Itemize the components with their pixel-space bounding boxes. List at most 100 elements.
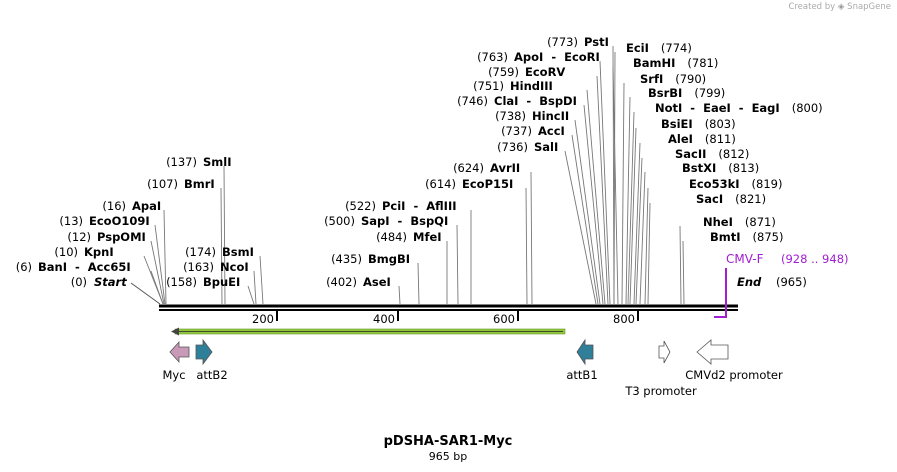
site-leader-line (223, 165, 226, 305)
site-name: ApoI - EcoRI (514, 50, 600, 64)
site-acci: (737)AccI (501, 124, 599, 305)
site-leader-line (163, 209, 167, 305)
site-position: (773) (547, 35, 578, 49)
site-position: (781) (687, 56, 718, 70)
site-ecop15i: (614) EcoP15I (425, 177, 528, 305)
site-leader-line (150, 240, 165, 305)
site-position: (522) (345, 199, 376, 213)
site-name: AccI (538, 124, 565, 138)
site-name: BmgBI (368, 252, 410, 266)
site-name: BsmI (222, 245, 254, 259)
site-eco53ki: Eco53kI (819) (644, 177, 783, 305)
site-pspomi: (12)PspOMI (67, 230, 165, 305)
site-name: BsiEI (661, 117, 693, 131)
site-hincii: (738)HincII (495, 109, 601, 305)
site-leader-line (571, 134, 599, 305)
site-leader-line (564, 150, 597, 305)
site-position: (811) (705, 132, 736, 146)
site-hindiii: (751)HindIII (473, 79, 606, 305)
site-position: (751) (473, 79, 504, 93)
site-bmri: (107) BmrI (147, 177, 223, 305)
attb2-arrow-icon (195, 338, 213, 366)
tick-label-400: 400 (373, 312, 395, 326)
site-smli: (137)SmlI (166, 155, 232, 305)
site-name: PciI - AflIII (382, 199, 457, 213)
site-bstxi: BstXI(813) (639, 161, 759, 305)
site-bani-acc65i: (6)BanI - Acc65I (16, 260, 164, 305)
site-position: (736) (497, 140, 528, 154)
site-leader-line (625, 96, 631, 305)
site-srfi: SrfI(790) (621, 72, 706, 305)
brand-name: SnapGene (847, 2, 891, 12)
site-alei: AleI(811) (633, 132, 736, 305)
primer-cmv-f: CMV-F (928 .. 948) (714, 252, 849, 318)
site-position: (614) (425, 177, 456, 191)
site-bmgbi: (435)BmgBI (331, 252, 420, 305)
site-sapi-bspqi: (500)SapI - BspQI (324, 214, 459, 305)
end-label: End (965) (737, 275, 807, 289)
attb1-arrow-icon (576, 338, 594, 366)
site-name: EciI (626, 41, 649, 55)
site-leader-line (613, 51, 616, 305)
site-position: (763) (477, 50, 508, 64)
site-name: SacII (675, 147, 706, 161)
site-name: HincII (532, 109, 569, 123)
site-leader-line (633, 142, 641, 305)
created-by-text: Created by (788, 2, 836, 12)
dna-backbone (159, 304, 738, 311)
cmvd2-promoter-arrow-icon (696, 339, 729, 365)
site-name: EcoP15I (462, 177, 513, 191)
site-position: (813) (728, 161, 759, 175)
site-bpuei: (158)BpuEI (166, 275, 255, 305)
site-leader-line (599, 60, 611, 305)
site-bsiei: BsiEI (803) (629, 117, 736, 305)
site-position: (13) (59, 214, 83, 228)
svg-text:(0): (0) (71, 275, 87, 289)
site-position: (10) (54, 245, 78, 259)
site-bamhi: BamHI(781) (612, 56, 718, 305)
site-position: (107) (147, 177, 178, 191)
site-position: (871) (745, 215, 776, 229)
site-mfei: (484)MfeI (376, 230, 448, 304)
site-position: (759) (488, 65, 519, 79)
site-leader-line (253, 270, 257, 305)
site-leader-line (574, 119, 601, 305)
svg-text:End: End (737, 275, 762, 289)
site-name: BsrBI (648, 86, 682, 100)
tick-label-800: 800 (613, 312, 635, 326)
site-name: ClaI - BspDI (494, 94, 577, 108)
svg-text:attB1: attB1 (566, 368, 597, 382)
site-position: (812) (718, 147, 749, 161)
feature-attb2: attB2 (195, 338, 228, 382)
site-position: (819) (752, 177, 783, 191)
svg-text:Start: Start (94, 275, 127, 289)
site-position: (800) (792, 101, 823, 115)
site-ecorv: (759) EcoRV (488, 65, 609, 305)
site-name: SacI (696, 192, 723, 206)
feature-t3-promoter: T3 promoter (624, 340, 697, 398)
site-ecii: EciI(774) (613, 41, 692, 305)
site-leader-line (220, 187, 223, 305)
site-name: KpnI (84, 245, 114, 259)
site-nhei: NheI(871) (679, 215, 776, 305)
site-name: Eco53kI (689, 177, 740, 191)
site-leader-line (530, 171, 533, 305)
site-sacii: SacII (812) (635, 147, 749, 305)
site-leader-line (525, 187, 528, 305)
svg-text:CMV-F: CMV-F (726, 252, 764, 266)
site-name: EcoRV (525, 65, 565, 79)
site-name: BanI - Acc65I (38, 260, 131, 274)
site-leader-line (682, 240, 685, 305)
site-position: (163) (183, 260, 214, 274)
site-kpni: (10) KpnI (54, 245, 164, 305)
site-name: AvrII (490, 161, 520, 175)
site-position: (803) (705, 117, 736, 131)
site-position: (875) (753, 230, 784, 244)
site-name: BmrI (184, 177, 215, 191)
map-length: 965 bp (429, 450, 467, 463)
site-ncoi: (163)NcoI (183, 260, 257, 305)
site-leader-line (612, 66, 619, 305)
svg-text:CMVd2 promoter: CMVd2 promoter (685, 368, 783, 382)
site-name: BmtI (710, 230, 741, 244)
site-pcii-afliii: (522) PciI - AflIII (345, 199, 472, 304)
